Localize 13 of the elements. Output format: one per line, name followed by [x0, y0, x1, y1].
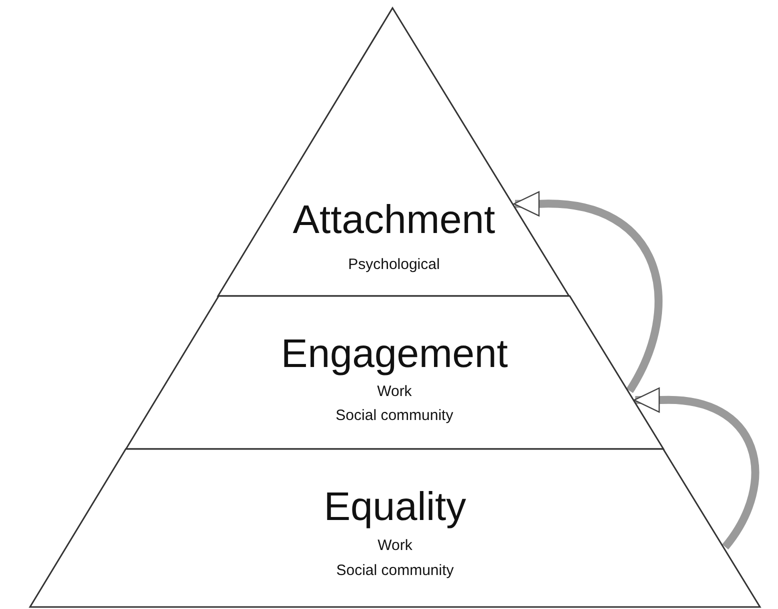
pyramid-top-section: [218, 8, 570, 296]
pyramid-section: [30, 449, 760, 607]
section-heading: Attachment: [292, 200, 496, 240]
section-subtext: Psychological: [348, 257, 440, 272]
section-subtext: Social community: [336, 563, 454, 578]
curved-arrow: [634, 387, 759, 550]
section-heading: Equality: [324, 487, 466, 527]
curved-arrow: [513, 191, 662, 393]
section-subtext: Work: [378, 538, 412, 553]
section-heading: Engagement: [281, 334, 508, 374]
section-subtext: Social community: [336, 408, 454, 423]
section-subtext: Work: [377, 384, 412, 399]
pyramid-section: [126, 296, 664, 449]
